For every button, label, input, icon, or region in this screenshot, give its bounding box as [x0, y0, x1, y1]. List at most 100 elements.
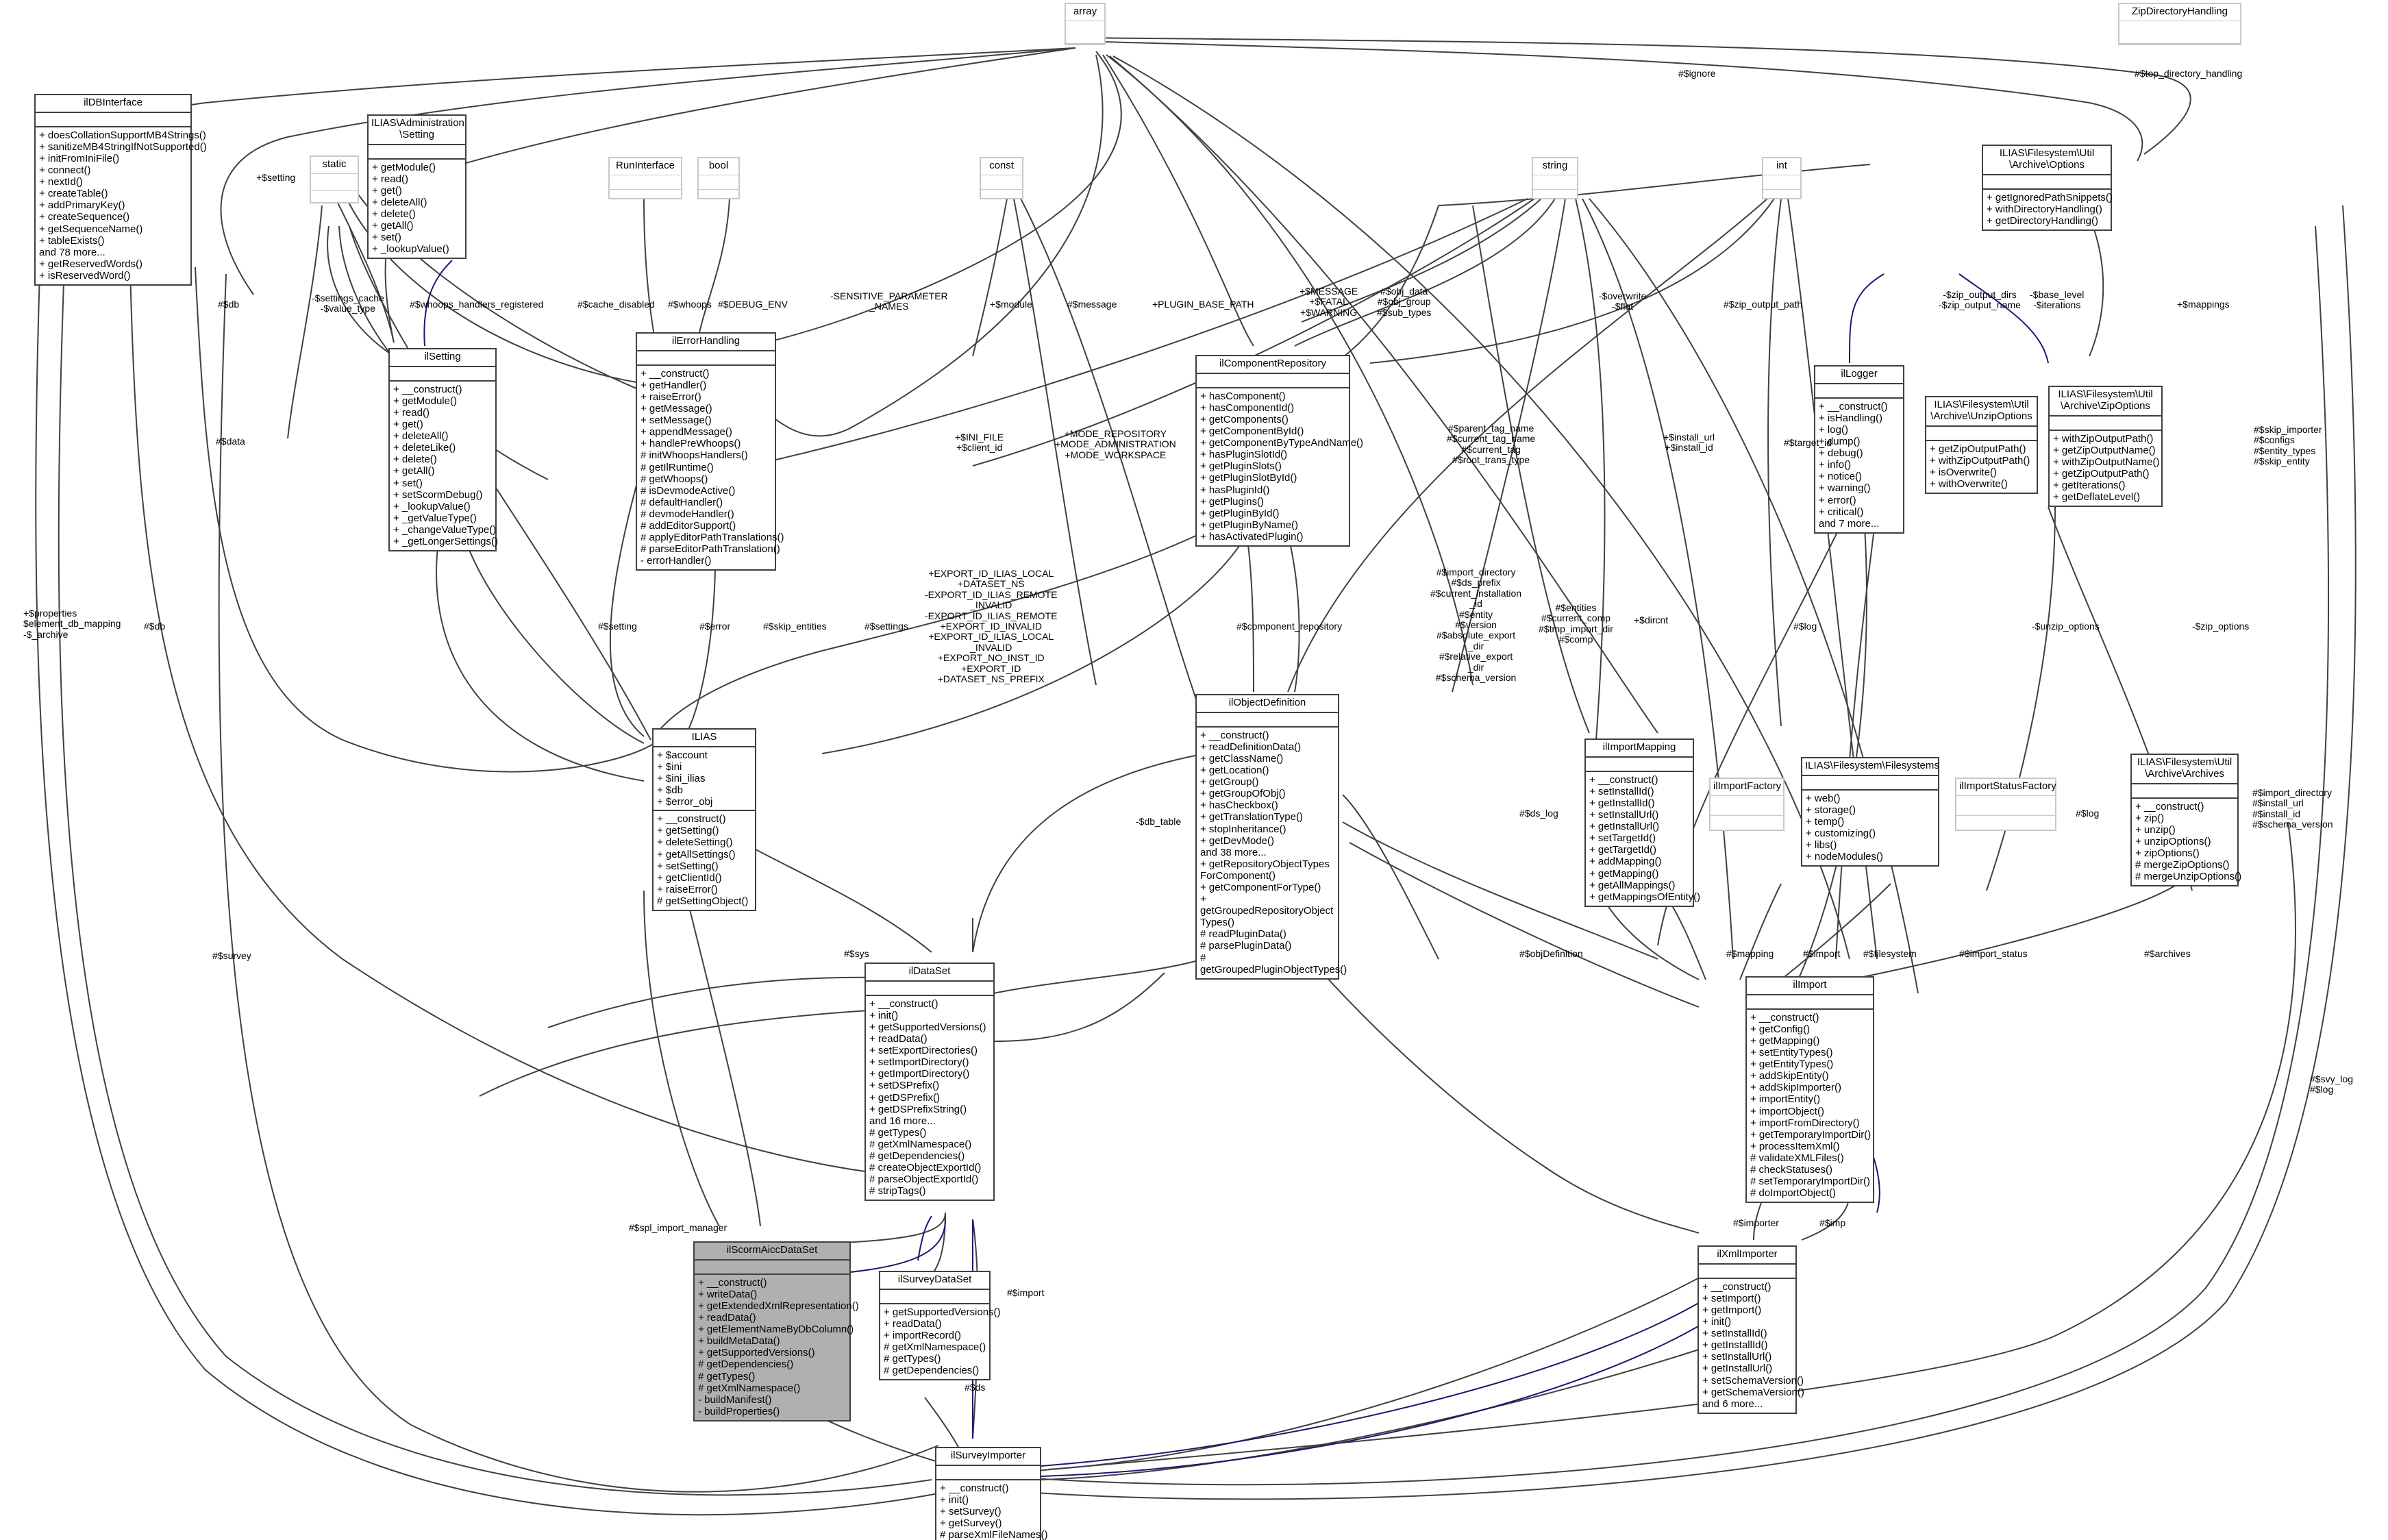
class-node-runinterface[interactable]: RunInterface — [608, 157, 682, 199]
class-node-unzipoptions[interactable]: ILIAS\Filesystem\Util \Archive\UnzipOpti… — [1925, 396, 2038, 494]
method: # mergeZipOptions() — [2135, 859, 2230, 871]
method: + addSkipEntity() — [1750, 1070, 1829, 1082]
method: + __construct() — [1819, 400, 1888, 412]
edge-label-mode-repository: +MODE_REPOSITORY +MODE_ADMINISTRATION +M… — [1055, 428, 1176, 460]
method: # mergeUnzipOptions() — [2135, 871, 2242, 883]
class-attributes — [2050, 417, 2161, 431]
class-node-ilimportmapping[interactable]: ilImportMapping + __construct() + setIns… — [1584, 738, 1700, 907]
class-node-ilimportfactory[interactable]: ilImportFactory — [1709, 778, 1784, 831]
method: + _lookupValue() — [393, 500, 471, 512]
class-methods: + __construct() + getModule() + read() +… — [390, 382, 498, 550]
class-attributes — [936, 1466, 1040, 1480]
edge-label-setting-top: +$setting — [256, 172, 296, 183]
class-node-archives[interactable]: ILIAS\Filesystem\Util \Archive\Archives … — [2130, 754, 2242, 887]
class-node-ilimportstatusfactory[interactable]: ilImportStatusFactory — [1955, 778, 2056, 831]
method: + zip() — [2135, 812, 2165, 824]
class-node-filesystems[interactable]: ILIAS\Filesystem\Filesystems + web() + s… — [1801, 757, 1939, 867]
class-node-ilias-administration-setting[interactable]: ILIAS\Administration \Setting + getModul… — [367, 114, 467, 260]
method: + customizing() — [1806, 828, 1876, 840]
class-node-ilobjectdefinition[interactable]: ilObjectDefinition + __construct() + rea… — [1195, 694, 1347, 980]
method: + dump() — [1819, 436, 1861, 448]
class-node-zipdirectoryhandling[interactable]: ZipDirectoryHandling — [2118, 3, 2241, 45]
class-title: ilObjectDefinition — [1197, 695, 1338, 713]
class-node-string[interactable]: string — [1532, 157, 1578, 199]
class-node-ilimport[interactable]: ilImport + __construct() + getConfig() +… — [1745, 976, 1874, 1204]
class-node-ildbinterface[interactable]: ilDBInterface + doesCollationSupportMB4S… — [34, 94, 207, 286]
class-node-bool[interactable]: bool — [697, 157, 740, 199]
method: + setSetting() — [657, 860, 719, 872]
method: + get() — [372, 184, 402, 197]
method: + writeData() — [698, 1288, 758, 1300]
class-title: ilComponentRepository — [1197, 356, 1349, 374]
class-methods: + __construct() + readDefinitionData() +… — [1197, 728, 1347, 978]
method: + getModule() — [372, 161, 436, 173]
method: # getWhoops() — [640, 473, 708, 485]
class-methods: + getModule() + read() + get() + deleteA… — [369, 160, 465, 258]
edge-label-objdefinition: #$objDefinition — [1519, 948, 1583, 959]
class-node-ildataset[interactable]: ilDataSet + __construct() + init() + get… — [865, 962, 995, 1202]
edge-label-importer: #$importer — [1733, 1217, 1779, 1228]
edge-label-import-2: #$import — [1007, 1287, 1045, 1298]
method: + init() — [869, 1009, 899, 1021]
class-node-ilias[interactable]: ILIAS + $account + $ini + $ini_ilias + $… — [652, 728, 756, 912]
class-node-zipoptions[interactable]: ILIAS\Filesystem\Util \Archive\ZipOption… — [2048, 386, 2163, 508]
class-node-ilxmlimporter[interactable]: ilXmlImporter + __construct() + setImpor… — [1697, 1245, 1804, 1414]
method: # getDependencies() — [884, 1365, 980, 1377]
method: # checkStatuses() — [1750, 1164, 1833, 1176]
class-node-illogger[interactable]: ilLogger + __construct() + isHandling() … — [1814, 365, 1904, 534]
method: # parseEditorPathTranslation() — [640, 543, 780, 556]
method: + __construct() — [940, 1482, 1009, 1494]
class-node-archive-options[interactable]: ILIAS\Filesystem\Util \Archive\Options +… — [1982, 145, 2113, 231]
class-node-ilsetting[interactable]: ilSetting + __construct() + getModule() … — [388, 348, 498, 552]
method: # isDevmodeActive() — [640, 484, 736, 497]
class-attributes — [981, 175, 1022, 190]
method: + readData() — [869, 1033, 928, 1045]
method: + sanitizeMB4StringIfNotSupported() — [39, 140, 207, 153]
class-node-ilcomponentrepository[interactable]: ilComponentRepository + hasComponent() +… — [1195, 355, 1363, 547]
method: + __construct() — [2135, 800, 2204, 812]
method: # getTypes() — [698, 1370, 756, 1382]
class-title: ILIAS\Filesystem\Util \Archive\Options — [1983, 146, 2111, 175]
method: + getZipOutputName() — [2053, 444, 2156, 456]
edge-label-top-directory-handling: #$top_directory_handling — [2135, 68, 2243, 79]
class-node-ilerrorhandling[interactable]: ilErrorHandling + __construct() + getHan… — [636, 332, 784, 571]
method: + addMapping() — [1589, 856, 1662, 868]
class-attributes — [390, 367, 495, 382]
class-node-ilsurveydataset[interactable]: ilSurveyDataSet + getSupportedVersions()… — [879, 1271, 1001, 1381]
class-methods — [699, 190, 738, 204]
class-methods: + __construct() + setInstallId() + getIn… — [1586, 772, 1700, 906]
method: + readData() — [884, 1317, 942, 1330]
method: + setMessage() — [640, 414, 712, 427]
class-node-ilscormaiccdataset[interactable]: ilScormAiccDataSet + __construct() + wri… — [693, 1241, 859, 1421]
method: + deleteSetting() — [657, 836, 733, 849]
edge-label-dircnt: +$dircnt — [1634, 614, 1669, 625]
class-title: ilSetting — [390, 349, 495, 367]
method: + getReservedWords() — [39, 258, 143, 270]
method: + withZipOutputPath() — [2053, 432, 2154, 445]
method: + getImportDirectory() — [869, 1068, 970, 1080]
method: and 38 more... — [1200, 846, 1267, 858]
edge-label-skip-importer: #$skip_importer #$configs #$entity_types… — [2254, 424, 2322, 467]
method: + notice() — [1819, 471, 1862, 483]
method: # parsePluginData() — [1200, 940, 1292, 952]
method: + setImport() — [1702, 1292, 1761, 1304]
method: + addSkipImporter() — [1750, 1082, 1841, 1094]
class-node-static[interactable]: static — [310, 156, 359, 203]
class-attributes — [1956, 796, 2055, 816]
method: + init() — [1702, 1316, 1732, 1328]
class-node-ilsurveyimporter[interactable]: ilSurveyImporter + __construct() + init(… — [935, 1447, 1048, 1540]
class-methods — [1533, 190, 1577, 204]
attribute: + $ini — [657, 760, 682, 773]
class-attributes — [695, 1260, 849, 1275]
method: + getExtendedXmlRepresentation() — [698, 1300, 859, 1312]
class-node-array[interactable]: array — [1065, 3, 1106, 45]
method: + getGroupedRepositoryObject Types() — [1200, 893, 1334, 929]
method: + getClassName() — [1200, 752, 1284, 765]
attribute: + $error_obj — [657, 796, 713, 808]
class-node-int[interactable]: int — [1762, 157, 1802, 199]
class-methods — [1066, 44, 1104, 66]
method: + getMapping() — [1589, 867, 1659, 880]
class-node-const[interactable]: const — [980, 157, 1023, 199]
class-methods: + getSupportedVersions() + readData() + … — [880, 1304, 1001, 1380]
